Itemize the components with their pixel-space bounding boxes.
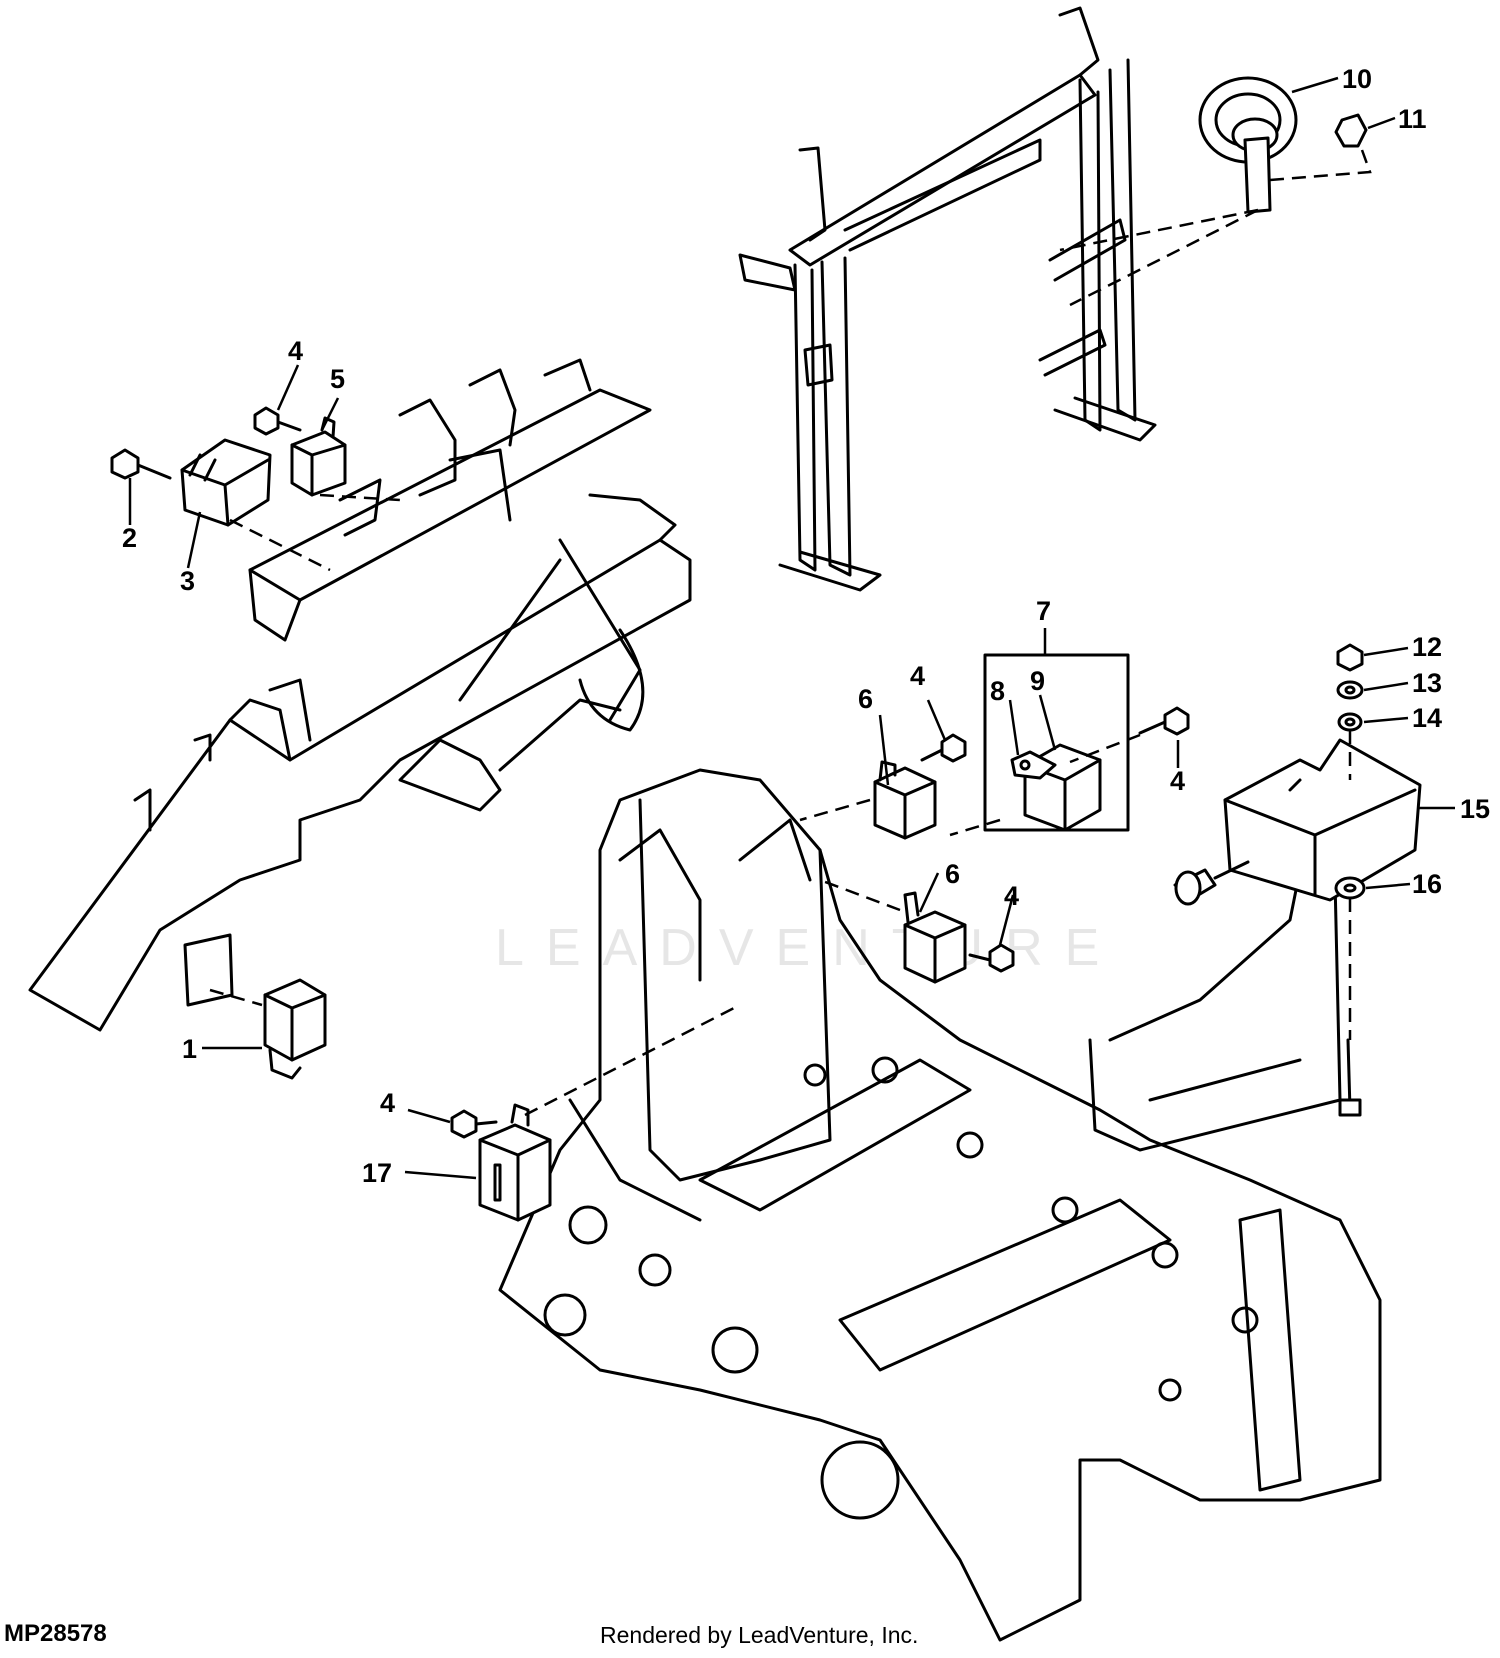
callout-labels: 1 2 3 4 4 4 4 4 5 6 6 7 8 9 10 11 12 13 … [122,64,1490,1188]
callout-9: 9 [1030,666,1045,696]
callout-4-lower-left: 4 [380,1088,395,1118]
bolt-4-right [1138,706,1190,736]
callout-15: 15 [1460,794,1490,824]
callout-10: 10 [1342,64,1372,94]
horn [1198,76,1298,214]
callout-7: 7 [1036,596,1051,626]
leader-lines [128,76,1455,1180]
relay-8-bracket [1010,750,1057,780]
callout-14: 14 [1412,703,1442,733]
callout-11: 11 [1398,104,1427,134]
horn-mount-frame [738,6,1157,592]
callout-4-right: 4 [1170,766,1185,796]
bracket-bolt-16 [1338,1038,1362,1117]
module-15 [1173,738,1422,906]
callout-1: 1 [182,1034,197,1064]
callout-4-lower-right: 4 [1004,881,1019,911]
callout-6-upper: 6 [858,684,873,714]
washer-16 [1334,876,1366,900]
left-frame [28,493,692,1032]
callout-6-lower: 6 [945,859,960,889]
horn-nut [1334,113,1368,148]
right-bracket [1088,868,1342,1152]
callout-3: 3 [180,566,195,596]
callout-4-upper: 4 [288,336,303,366]
relay-6-lower [903,891,967,984]
main-chassis [498,768,1382,1642]
washer-13 [1336,680,1364,700]
chassis-holes [543,1056,1259,1520]
bolt-4-upper [253,406,302,436]
bolt-4-mid [920,733,967,763]
washer-14 [1337,712,1363,732]
callout-8: 8 [990,676,1005,706]
bolt-2 [110,448,172,480]
callout-4-mid: 4 [910,661,925,691]
relay-6-upper [873,760,937,840]
callout-12: 12 [1412,632,1442,662]
credit-text: Rendered by LeadVenture, Inc. [600,1622,919,1648]
flasher-module [180,438,272,527]
callout-13: 13 [1412,668,1442,698]
callout-2: 2 [122,523,137,553]
callout-17: 17 [362,1158,392,1188]
relay-17 [478,1103,552,1222]
relay-1 [263,978,327,1080]
relay-group-7-box [983,653,1130,832]
callout-5: 5 [330,364,345,394]
bolt-4-lower-left [450,1109,498,1139]
figure-id: MP28578 [4,1620,107,1647]
upper-relay-bracket [248,358,652,642]
relay-1-bracket [183,933,234,1007]
nut-12 [1336,643,1364,672]
relay-5 [290,416,347,497]
callout-16: 16 [1412,869,1442,899]
watermark-text: LEADVENTURE [495,919,1121,977]
